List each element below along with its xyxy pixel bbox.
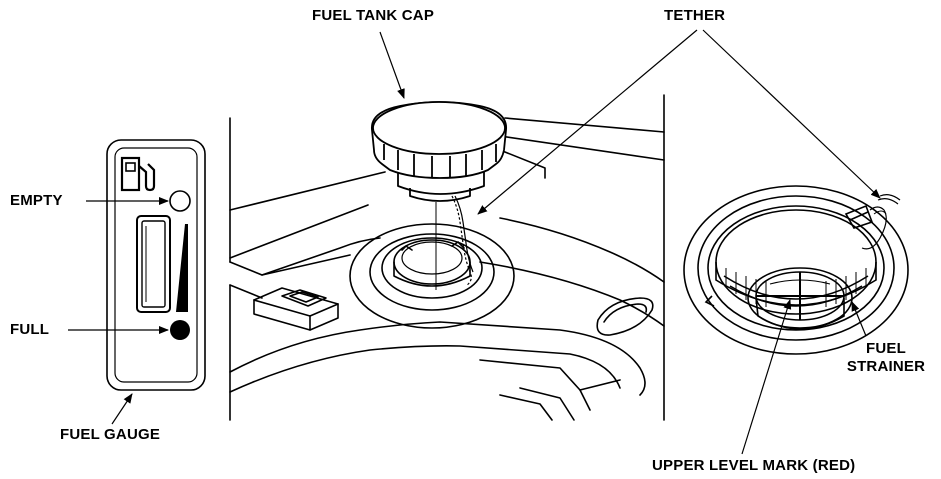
leader-upper-level-mark: [741, 299, 792, 455]
cap-tether: [435, 195, 474, 290]
fuel-pump-icon: [120, 156, 156, 192]
label-fuel-strainer: FUEL STRAINER: [836, 340, 936, 376]
fuel-tank-cap: [371, 101, 507, 202]
full-dot-icon: [170, 320, 190, 340]
label-fuel-gauge: FUEL GAUGE: [60, 426, 161, 443]
label-fuel-strainer-line1: FUEL: [866, 340, 906, 357]
gauge-window: [136, 215, 171, 313]
label-tether: TETHER: [664, 7, 726, 24]
leader-fuel-tank-cap: [379, 31, 405, 99]
leader-fuel-strainer: [851, 301, 867, 337]
label-full: FULL: [10, 321, 50, 338]
fuel-gauge-panel: [106, 139, 206, 391]
leader-lines: [68, 29, 881, 455]
empty-circle-icon: [169, 190, 191, 212]
strainer-detail: [683, 185, 909, 355]
fuel-tank-body: [229, 94, 665, 421]
label-fuel-strainer-line2: STRAINER: [846, 358, 926, 375]
label-fuel-tank-cap: FUEL TANK CAP: [312, 7, 435, 24]
label-upper-level-mark: UPPER LEVEL MARK (RED): [652, 457, 856, 474]
level-wedge: [176, 224, 188, 312]
leader-fuel-gauge: [111, 393, 133, 425]
leader-tether-right: [702, 29, 881, 199]
label-empty: EMPTY: [10, 192, 63, 209]
leader-tether-left: [477, 29, 698, 215]
